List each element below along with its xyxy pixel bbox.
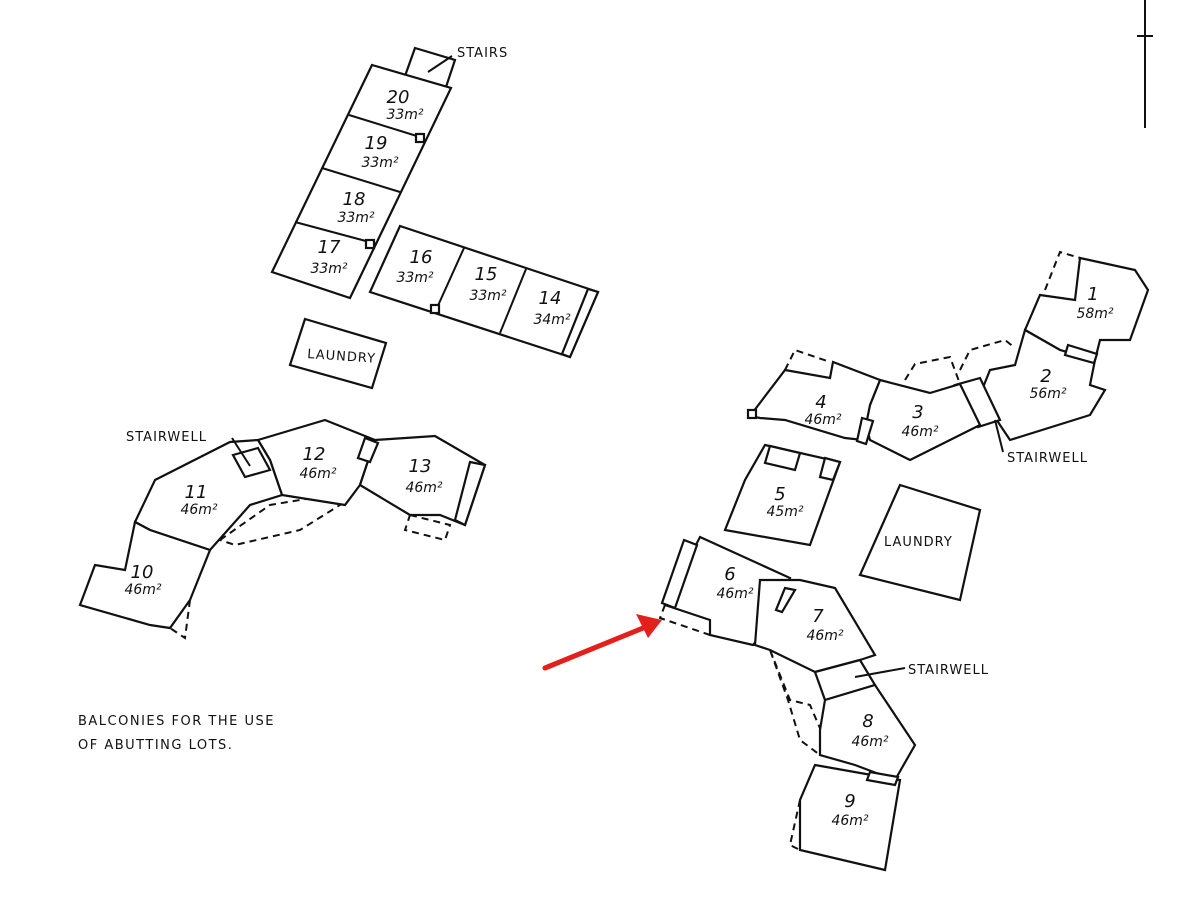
- svg-text:46m²: 46m²: [405, 480, 442, 496]
- svg-text:8: 8: [862, 711, 873, 732]
- svg-text:33m²: 33m²: [469, 288, 506, 304]
- svg-text:46m²: 46m²: [901, 424, 938, 440]
- laundry-east: [858, 483, 982, 602]
- stairs-label: STAIRS: [457, 46, 508, 61]
- svg-text:33m²: 33m²: [310, 261, 347, 277]
- unit-label-16: 16 33m²: [396, 247, 433, 286]
- svg-text:45m²: 45m²: [766, 504, 803, 520]
- svg-text:16: 16: [410, 247, 433, 268]
- svg-text:34m²: 34m²: [533, 312, 570, 328]
- svg-text:46m²: 46m²: [851, 734, 888, 750]
- stairwell-label-west: STAIRWELL: [126, 430, 207, 445]
- svg-text:13: 13: [409, 456, 432, 477]
- svg-text:5: 5: [774, 484, 785, 505]
- stairwell-label-southeast: STAIRWELL: [908, 663, 989, 678]
- svg-text:33m²: 33m²: [386, 107, 423, 123]
- svg-text:1: 1: [1087, 284, 1098, 305]
- svg-text:46m²: 46m²: [716, 586, 753, 602]
- svg-text:2: 2: [1040, 366, 1051, 387]
- svg-text:18: 18: [343, 189, 366, 210]
- svg-text:10: 10: [131, 562, 154, 583]
- svg-text:20: 20: [387, 87, 410, 108]
- building-unit-5: [723, 443, 842, 547]
- laundry-label-east: LAUNDRY: [884, 535, 953, 550]
- svg-text:6: 6: [724, 564, 735, 585]
- svg-text:33m²: 33m²: [361, 155, 398, 171]
- svg-text:46m²: 46m²: [804, 412, 841, 428]
- svg-text:46m²: 46m²: [124, 582, 161, 598]
- block-outline: [270, 63, 453, 300]
- building-units-1-4: [746, 250, 1150, 462]
- svg-text:46m²: 46m²: [299, 466, 336, 482]
- building-units-14-16: [368, 224, 600, 359]
- unit-label-17: 17 33m²: [310, 237, 347, 277]
- svg-text:17: 17: [318, 237, 341, 258]
- svg-text:46m²: 46m²: [806, 628, 843, 644]
- red-pointer-arrow: [542, 614, 662, 671]
- svg-text:46m²: 46m²: [180, 502, 217, 518]
- svg-text:33m²: 33m²: [337, 210, 374, 226]
- balcony-note-line2: OF ABUTTING LOTS.: [78, 738, 233, 753]
- svg-text:56m²: 56m²: [1029, 386, 1066, 402]
- svg-text:46m²: 46m²: [831, 813, 868, 829]
- svg-text:58m²: 58m²: [1076, 306, 1113, 322]
- building-units-10-13: [78, 418, 487, 640]
- north-marker: [1137, 0, 1153, 128]
- unit-label-13: 13 46m²: [405, 456, 442, 496]
- building-units-17-20: [270, 46, 457, 300]
- unit-label-8: 8 46m²: [851, 711, 888, 750]
- svg-text:12: 12: [303, 444, 326, 465]
- unit-label-14: 14 34m²: [533, 288, 570, 328]
- svg-text:9: 9: [844, 791, 855, 812]
- svg-text:4: 4: [815, 392, 826, 413]
- balcony-note-line1: BALCONIES FOR THE USE: [78, 714, 275, 729]
- svg-text:14: 14: [539, 288, 562, 309]
- building-units-6-9: [658, 535, 917, 872]
- laundry-west: [288, 317, 388, 390]
- svg-text:7: 7: [812, 606, 824, 627]
- svg-text:33m²: 33m²: [396, 270, 433, 286]
- svg-text:3: 3: [912, 402, 923, 423]
- laundry-label-west: LAUNDRY: [307, 347, 377, 367]
- stairwell-label-northeast: STAIRWELL: [1007, 451, 1088, 466]
- svg-text:11: 11: [185, 482, 208, 503]
- svg-text:15: 15: [475, 264, 498, 285]
- unit-label-15: 15 33m²: [469, 264, 506, 304]
- svg-text:19: 19: [365, 133, 388, 154]
